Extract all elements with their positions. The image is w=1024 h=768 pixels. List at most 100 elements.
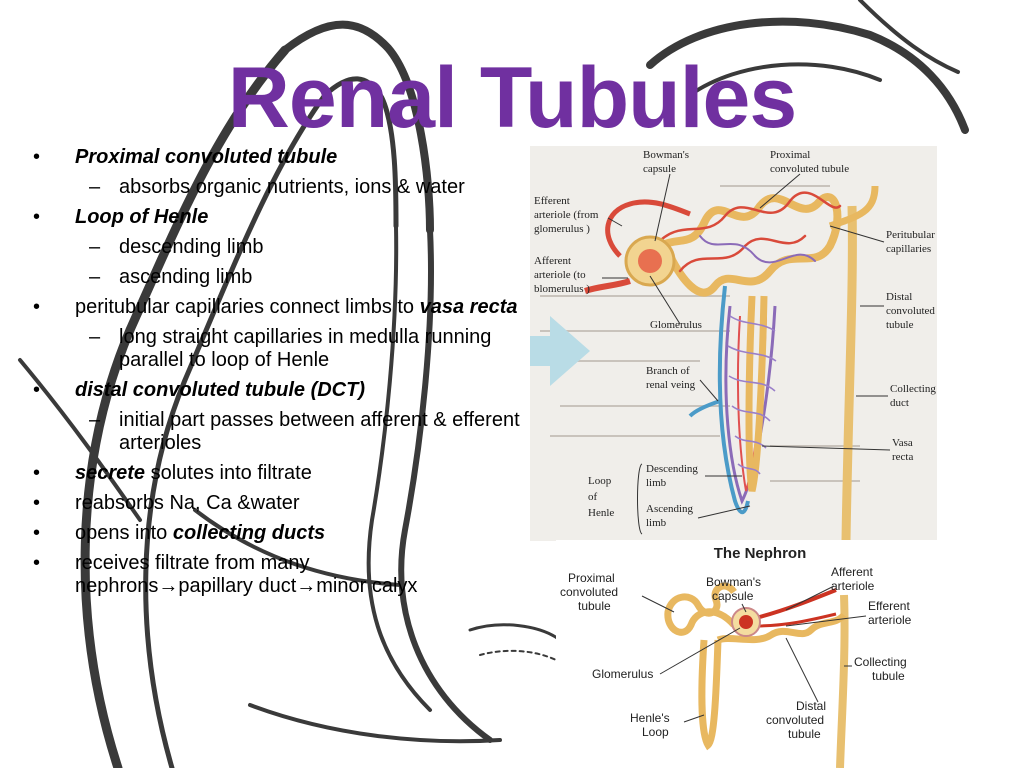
label-proximal-line1: Proximal xyxy=(568,571,615,585)
label-renal-vein-line1: Branch of xyxy=(646,365,690,377)
sub-bullet-absorbs: – absorbs organic nutrients, ions & wate… xyxy=(30,176,525,199)
label-afferent-line2: arteriole xyxy=(831,579,875,593)
bullet-text: initial part passes between afferent & e… xyxy=(119,409,520,454)
collecting-tubule-shape xyxy=(836,594,849,768)
bullet-text: reabsorbs Na, Ca &water xyxy=(75,492,300,514)
label-proximal-line2: convoluted tubule xyxy=(770,163,849,175)
label-efferent-line2: arteriole (from xyxy=(534,209,599,221)
label-glomerulus: Glomerulus xyxy=(650,319,702,331)
glomerulus-shape xyxy=(739,615,753,629)
arrow-right-icon: → xyxy=(158,575,179,597)
label-loop-line1: Loop xyxy=(588,475,612,487)
bullet-emphasis: collecting ducts xyxy=(172,522,326,544)
label-collecting-duct-line2: duct xyxy=(890,397,909,409)
arrow-right-icon: → xyxy=(296,575,317,597)
dash: – xyxy=(89,409,101,431)
dash: – xyxy=(89,236,101,258)
bullet-text: distal convoluted tubule (DCT) xyxy=(75,379,365,401)
label-collecting-line2: tubule xyxy=(872,669,905,683)
bullet-dot: • xyxy=(33,522,41,544)
bullet-text: descending limb xyxy=(119,236,264,258)
label-henles-line2: Loop xyxy=(642,725,669,739)
label-afferent-line1: Afferent xyxy=(534,255,571,267)
label-collecting-duct-line1: Collecting xyxy=(890,383,936,395)
label-efferent-line1: Efferent xyxy=(534,195,570,207)
label-proximal-line2: convoluted xyxy=(560,585,618,599)
bullet-text: papillary duct xyxy=(178,575,297,597)
nephron-blood-supply-figure: Bowman's capsule Proximal convoluted tub… xyxy=(530,146,937,541)
bullet-reabsorbs: • reabsorbs Na, Ca &water xyxy=(30,492,525,515)
bullet-collecting-ducts: • opens into collecting ducts xyxy=(30,522,525,545)
bullet-text: minor calyx xyxy=(316,575,418,597)
bullet-loop-of-henle: • Loop of Henle xyxy=(30,206,525,229)
collecting-duct-shape xyxy=(841,205,857,541)
bullet-dot: • xyxy=(33,296,41,318)
bullet-secrete: • secrete solutes into filtrate xyxy=(30,462,525,485)
dash: – xyxy=(89,326,101,348)
dash: – xyxy=(89,266,101,288)
nephron-blood-supply-diagram: Bowman's capsule Proximal convoluted tub… xyxy=(530,149,936,541)
bullet-text: ascending limb xyxy=(119,266,253,288)
sub-bullet-vasa-recta: – long straight capillaries in medulla r… xyxy=(30,326,525,372)
label-distal-line1: Distal xyxy=(886,291,912,303)
bullet-text: receives filtrate from many nephrons xyxy=(75,552,310,597)
bullet-text: Proximal convoluted tubule xyxy=(75,146,338,168)
label-loop-line2: of xyxy=(588,491,598,503)
bullet-receives-filtrate: • receives filtrate from many nephrons→p… xyxy=(30,552,455,598)
bullet-dot: • xyxy=(33,146,41,168)
label-descending-line2: limb xyxy=(646,477,667,489)
label-proximal-line3: tubule xyxy=(578,599,611,613)
sub-bullet-ascending: – ascending limb xyxy=(30,266,525,289)
label-efferent-line2: arteriole xyxy=(868,613,912,627)
henles-loop-shape xyxy=(698,639,722,751)
glomerulus-shape xyxy=(638,249,662,273)
nephron-figure: The Nephron Proximal convoluted tubule B… xyxy=(556,540,964,768)
label-bowmans-capsule-line2: capsule xyxy=(643,163,676,175)
label-glomerulus: Glomerulus xyxy=(592,667,653,681)
label-efferent-line1: Efferent xyxy=(868,599,910,613)
bullet-dot: • xyxy=(33,462,41,484)
bullet-dot: • xyxy=(33,379,41,401)
label-descending-line1: Descending xyxy=(646,463,698,475)
label-bowmans-line2: capsule xyxy=(712,589,754,603)
sub-bullet-initial-part: – initial part passes between afferent &… xyxy=(30,409,525,455)
label-afferent-line3: blomerulus ) xyxy=(534,283,590,295)
label-distal-line1: Distal xyxy=(796,699,826,713)
label-vasa-recta-line1: Vasa xyxy=(892,437,913,449)
label-afferent-line1: Afferent xyxy=(831,565,873,579)
sub-bullet-descending: – descending limb xyxy=(30,236,525,259)
bullet-text: long straight capillaries in medulla run… xyxy=(119,326,492,371)
label-bowmans-capsule-line1: Bowman's xyxy=(643,149,689,161)
label-distal-line3: tubule xyxy=(886,319,914,331)
slide-title: Renal Tubules xyxy=(227,50,797,146)
bullet-dct: • distal convoluted tubule (DCT) xyxy=(30,379,525,402)
bullet-proximal-tubule: • Proximal convoluted tubule xyxy=(30,146,525,169)
dash: – xyxy=(89,176,101,198)
nephron-diagram: The Nephron Proximal convoluted tubule B… xyxy=(560,545,912,768)
label-henles-line1: Henle's xyxy=(630,711,670,725)
label-renal-vein-line2: renal veing xyxy=(646,379,696,391)
label-collecting-line1: Collecting xyxy=(854,655,907,669)
label-peritubular-line1: Peritubular xyxy=(886,229,935,241)
label-loop-line3: Henle xyxy=(588,507,614,519)
label-ascending-line2: limb xyxy=(646,517,667,529)
bullet-text: opens into xyxy=(75,522,173,544)
label-vasa-recta-line2: recta xyxy=(892,451,913,463)
label-ascending-line1: Ascending xyxy=(646,503,694,515)
bullet-dot: • xyxy=(33,492,41,514)
label-distal-line2: convoluted xyxy=(886,305,935,317)
bullet-text: peritubular capillaries connect limbs to xyxy=(75,296,415,318)
label-peritubular-line2: capillaries xyxy=(886,243,931,255)
bullet-peritubular: • peritubular capillaries connect limbs … xyxy=(30,296,525,319)
label-proximal-line1: Proximal xyxy=(770,149,810,161)
label-afferent-line2: arteriole (to xyxy=(534,269,586,281)
bullet-dot: • xyxy=(33,206,41,228)
background-arrow-icon xyxy=(530,316,590,386)
label-bowmans-line1: Bowman's xyxy=(706,575,761,589)
bullet-emphasis: secrete xyxy=(75,462,146,484)
label-efferent-line3: glomerulus ) xyxy=(534,223,590,235)
bullet-list: • Proximal convoluted tubule – absorbs o… xyxy=(30,146,525,605)
label-distal-line3: tubule xyxy=(788,727,821,741)
bullet-emphasis: vasa recta xyxy=(419,296,518,318)
